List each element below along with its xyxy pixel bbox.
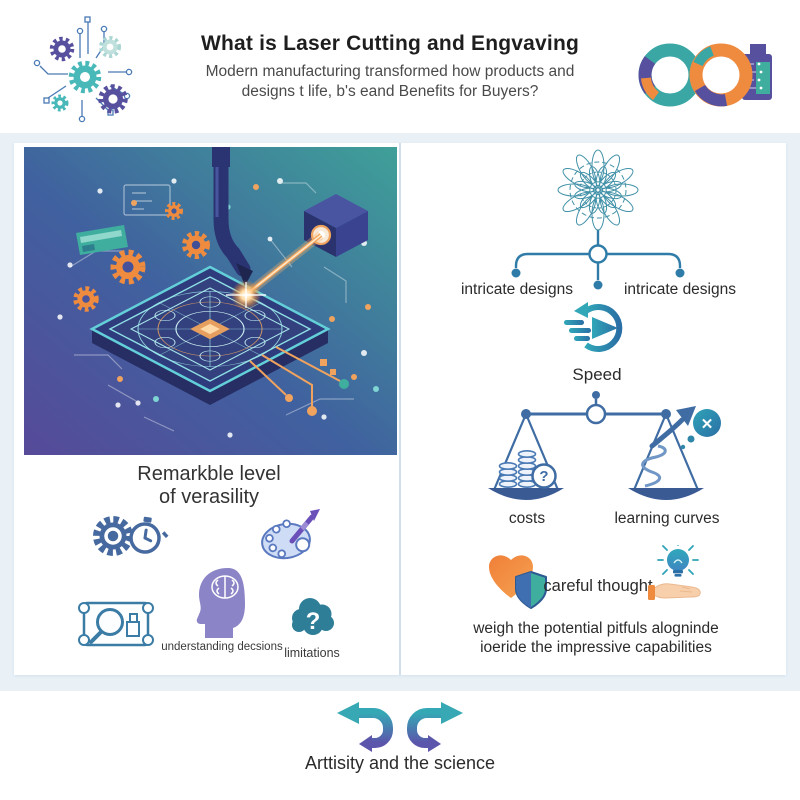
blueprint-magnifier-icon	[78, 601, 154, 647]
understanding-label: understanding decsions	[161, 641, 283, 653]
cloud-question-glyph: ?	[306, 608, 321, 635]
versatility-heading-line1: Remarkble level	[137, 463, 281, 485]
versatility-heading: Remarkble level of verasility	[44, 463, 374, 509]
page-subtitle-line2: designs t life, b's eand Benefits for Bu…	[241, 83, 539, 100]
careful-thought-label: careful thought	[543, 577, 653, 595]
speed-arrow-icon	[564, 302, 623, 352]
panel-divider	[399, 143, 401, 675]
note-line2: ioeride the impressive capabilities	[480, 639, 712, 656]
mandala-pattern-icon	[557, 149, 639, 231]
gear-stopwatch-icon	[93, 516, 169, 556]
balance-scale-icon: ? ✕	[488, 391, 721, 500]
footer-caption: Arttisity and the science	[304, 753, 496, 773]
speed-label: Speed	[572, 365, 622, 384]
page-title: What is Laser Cutting and Engvaving	[200, 32, 580, 55]
branch-label-left: intricate designs	[460, 281, 573, 298]
branch-label-right: intricate designs	[623, 281, 736, 298]
gears-circuit-logo-icon	[33, 16, 133, 123]
hand-lightbulb-icon	[648, 545, 701, 600]
head-brain-icon	[196, 568, 245, 638]
heart-shield-icon	[489, 555, 547, 609]
versatility-heading-line2: of verasility	[158, 486, 260, 508]
costs-label: costs	[508, 510, 546, 527]
laser-engraver-illustration	[24, 147, 397, 455]
swap-arrows-icon	[337, 702, 463, 752]
question-cloud-icon: ?	[292, 598, 334, 635]
learning-curves-label: learning curves	[614, 510, 720, 527]
limitations-label: limitations	[284, 646, 340, 660]
scale-cross-glyph: ✕	[701, 416, 714, 433]
page-subtitle-line1: Modern manufacturing transformed how pro…	[205, 63, 575, 80]
content-box: Remarkble level of verasility	[14, 143, 786, 675]
scale-question-glyph: ?	[539, 468, 548, 485]
palette-brush-icon	[261, 509, 320, 560]
infinity-circuit-logo-icon	[638, 43, 772, 107]
branch-connector-icon	[511, 230, 685, 290]
note-line1: weigh the potential pitfuls alogninde	[473, 620, 719, 637]
